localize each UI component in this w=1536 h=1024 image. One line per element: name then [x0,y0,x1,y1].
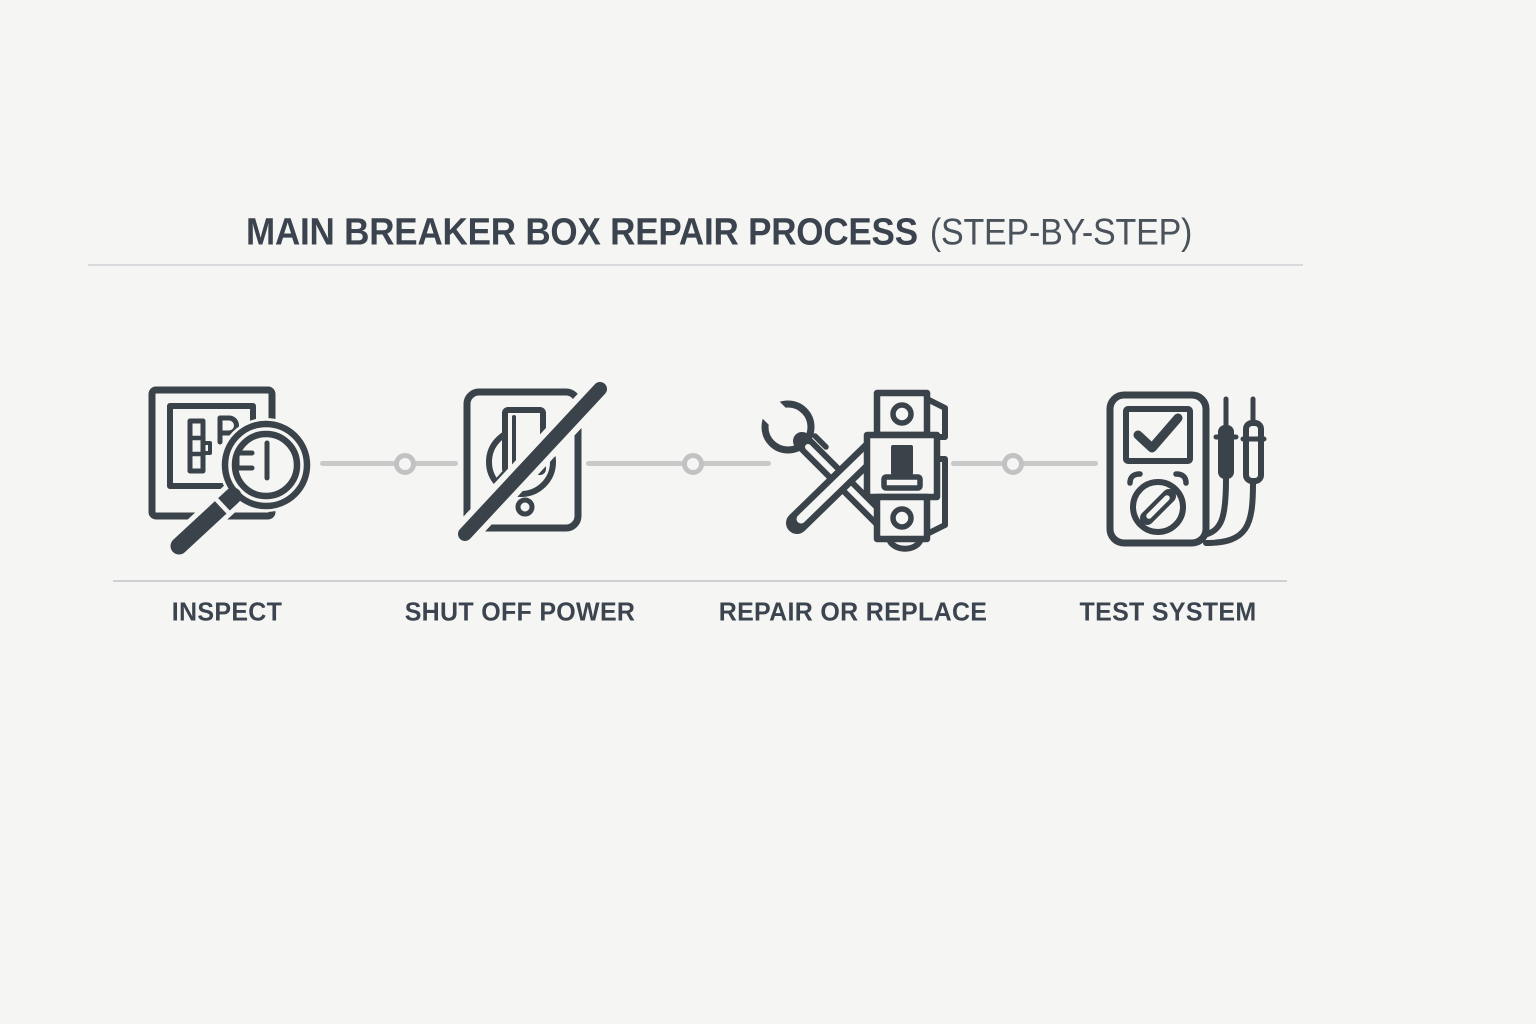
step-label-inspect: INSPECT [171,597,283,627]
connector-node-1 [394,453,416,475]
page-title-main: MAIN BREAKER BOX REPAIR PROCESS [246,210,918,253]
connector-line-3 [951,461,1098,466]
multimeter-probes-icon [1106,391,1267,547]
inspect-magnifier-panel-icon [148,386,313,560]
wrench-screwdriver-breaker-icon [752,385,948,552]
title-divider [88,264,1303,266]
steps-divider [113,580,1287,582]
step-label-test-system: TEST SYSTEM [1079,597,1257,627]
connector-line-1 [320,461,458,466]
connector-node-3 [1002,453,1024,475]
step-label-repair-or-replace: REPAIR OR REPLACE [718,597,988,627]
switch-off-slash-icon [455,380,610,545]
step-label-shut-off-power: SHUT OFF POWER [404,597,636,627]
page-title: MAIN BREAKER BOX REPAIR PROCESS (STEP-BY… [246,211,1192,254]
connector-line-2 [586,461,771,466]
page-title-suffix: (STEP-BY-STEP) [929,211,1193,253]
connector-node-2 [682,453,704,475]
